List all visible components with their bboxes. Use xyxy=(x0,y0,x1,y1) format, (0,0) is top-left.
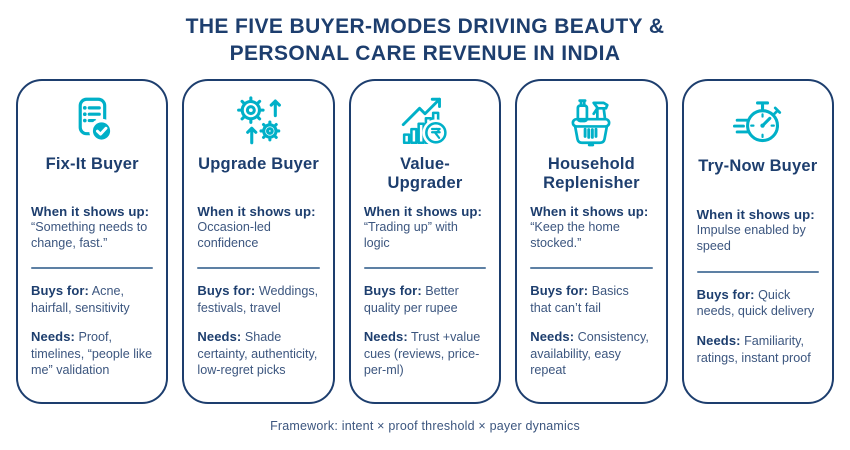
needs-section: Needs: Trust +value cues (reviews, price… xyxy=(364,329,486,379)
buys-text: Quick needs, quick delivery xyxy=(696,287,815,319)
buys-section: Buys for: Basics that can’t fail xyxy=(530,283,652,316)
needs-label: Needs: xyxy=(31,328,75,344)
needs-text: Familiarity, ratings, instant proof xyxy=(696,333,811,365)
card-value-upgrader: Value-Upgrader When it shows up: “Tradin… xyxy=(348,78,502,404)
gears-upgrade-icon xyxy=(197,89,319,154)
buys-label: Buys for: xyxy=(530,282,589,298)
document-check-icon xyxy=(31,89,153,154)
divider xyxy=(363,266,487,269)
card-upgrade-buyer: Upgrade Buyer When it shows up: Occasion… xyxy=(182,78,335,404)
page-title-line1: THE FIVE BUYER-MODES DRIVING BEAUTY & xyxy=(185,15,665,38)
buys-section: Buys for: Better quality per rupee xyxy=(364,283,486,316)
needs-text: Proof, timelines, “people like me” valid… xyxy=(31,329,153,378)
buys-section: Buys for: Quick needs, quick delivery xyxy=(697,287,819,320)
buys-text: Basics that can’t fail xyxy=(530,283,629,315)
growth-chart-rupee-icon xyxy=(364,89,486,154)
needs-text: Trust +value cues (reviews, price-per-ml… xyxy=(363,329,481,378)
when-label: When it shows up: xyxy=(363,204,482,220)
buys-label: Buys for: xyxy=(363,282,422,298)
buys-text: Weddings, festivals, travel xyxy=(197,283,319,315)
framework-note: Framework: intent × proof threshold × pa… xyxy=(270,418,580,433)
divider xyxy=(197,266,320,269)
when-section: When it shows up: Occasion-led confidenc… xyxy=(197,204,319,263)
when-text: “Trading up” with logic xyxy=(363,220,458,251)
when-text: Occasion-led confidence xyxy=(197,220,271,251)
when-label: When it shows up: xyxy=(530,204,649,220)
when-label: When it shows up: xyxy=(197,204,316,220)
needs-label: Needs: xyxy=(197,328,242,344)
card-title: Household Replenisher xyxy=(543,155,640,193)
card-title: Try-Now Buyer xyxy=(698,156,818,175)
stopwatch-icon xyxy=(697,89,819,155)
buys-label: Buys for: xyxy=(31,282,89,298)
buys-label: Buys for: xyxy=(696,286,755,302)
buyer-mode-cards: Fix-It Buyer When it shows up: “Somethin… xyxy=(16,78,835,404)
needs-section: Needs: Shade certainty, authenticity, lo… xyxy=(197,329,319,379)
when-section: When it shows up: “Trading up” with logi… xyxy=(364,204,486,263)
card-title: Upgrade Buyer xyxy=(198,155,320,174)
needs-section: Needs: Proof, timelines, “people like me… xyxy=(31,329,153,379)
divider xyxy=(530,266,653,269)
when-text: “Something needs to change, fast.” xyxy=(31,220,148,251)
when-section: When it shows up: “Keep the home stocked… xyxy=(530,204,652,263)
needs-text: Shade certainty, authenticity, low-regre… xyxy=(197,329,318,378)
card-title: Fix-It Buyer xyxy=(45,155,139,174)
card-household-replenisher: Household Replenisher When it shows up: … xyxy=(515,78,668,404)
needs-label: Needs: xyxy=(696,332,741,348)
card-try-now-buyer: Try-Now Buyer When it shows up: Impulse … xyxy=(681,78,835,404)
when-text: Impulse enabled by speed xyxy=(696,222,806,253)
when-label: When it shows up: xyxy=(696,206,815,222)
needs-section: Needs: Familiarity, ratings, instant pro… xyxy=(697,333,819,366)
buys-text: Acne, hairfall, sensitivity xyxy=(31,283,130,315)
needs-text: Consistency, availability, easy repeat xyxy=(530,329,649,378)
buys-section: Buys for: Weddings, festivals, travel xyxy=(197,283,319,316)
divider xyxy=(696,270,820,273)
when-text: “Keep the home stocked.” xyxy=(530,220,620,251)
when-section: When it shows up: Impulse enabled by spe… xyxy=(697,207,819,267)
card-fix-it-buyer: Fix-It Buyer When it shows up: “Somethin… xyxy=(16,78,169,404)
page-title-line2: PERSONAL CARE REVENUE IN INDIA xyxy=(229,42,621,66)
buys-text: Better quality per rupee xyxy=(363,283,459,315)
when-section: When it shows up: “Something needs to ch… xyxy=(31,204,153,263)
needs-label: Needs: xyxy=(363,328,408,344)
buys-section: Buys for: Acne, hairfall, sensitivity xyxy=(31,283,153,316)
buys-label: Buys for: xyxy=(197,282,256,298)
needs-label: Needs: xyxy=(530,328,575,344)
card-title: Value-Upgrader xyxy=(387,155,463,193)
needs-section: Needs: Consistency, availability, easy r… xyxy=(530,329,652,379)
page-title: THE FIVE BUYER-MODES DRIVING BEAUTY & PE… xyxy=(0,13,850,68)
divider xyxy=(31,266,154,269)
household-basket-icon xyxy=(530,89,652,154)
when-label: When it shows up: xyxy=(31,204,150,220)
